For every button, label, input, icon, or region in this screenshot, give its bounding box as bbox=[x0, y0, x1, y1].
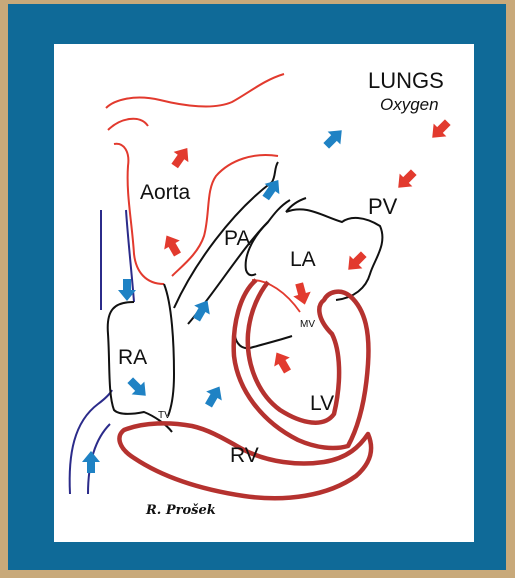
heart-circulation-diagram: LUNGS Oxygen Aorta PA PV LA RA MV TV LV … bbox=[54, 44, 474, 542]
blue-flow-arrow-6 bbox=[201, 382, 228, 410]
left-ventricle-wall bbox=[234, 280, 369, 448]
red-flow-arrow-2 bbox=[159, 231, 186, 259]
red-flow-arrow-5 bbox=[342, 248, 370, 276]
tv-label: TV bbox=[158, 410, 171, 421]
rv-label: RV bbox=[230, 444, 259, 467]
red-flow-arrow-3 bbox=[426, 116, 454, 144]
red-flow-arrow-4 bbox=[392, 166, 420, 194]
mitral-valve-outline bbox=[235, 326, 292, 348]
blue-flow-arrow-5 bbox=[124, 374, 152, 402]
aorta-branch-line bbox=[108, 119, 148, 130]
red-flow-arrow-7 bbox=[269, 348, 296, 376]
oxygen-label: Oxygen bbox=[380, 95, 439, 114]
lungs-label: LUNGS bbox=[368, 68, 444, 93]
aorta-label: Aorta bbox=[140, 181, 191, 204]
la-label: LA bbox=[290, 248, 316, 271]
inferior-vena-cava-left bbox=[70, 390, 112, 494]
aorta-outer-wall bbox=[172, 155, 278, 276]
blue-flow-arrow-1 bbox=[320, 124, 348, 152]
aorta-inner-wall bbox=[114, 144, 164, 284]
author-signature: R. Prošek bbox=[145, 503, 216, 518]
aorta-arch-line bbox=[106, 74, 284, 108]
mv-label: MV bbox=[300, 319, 315, 330]
red-flow-arrow-1 bbox=[167, 143, 194, 171]
right-atrium-right-wall bbox=[164, 284, 174, 416]
blue-flow-arrow-7 bbox=[82, 451, 100, 473]
ra-label: RA bbox=[118, 346, 147, 369]
blue-frame: LUNGS Oxygen Aorta PA PV LA RA MV TV LV … bbox=[8, 4, 506, 570]
lv-label: LV bbox=[310, 392, 334, 415]
diagram-canvas: LUNGS Oxygen Aorta PA PV LA RA MV TV LV … bbox=[54, 44, 474, 542]
pv-label: PV bbox=[368, 194, 398, 219]
pa-label: PA bbox=[224, 227, 250, 250]
